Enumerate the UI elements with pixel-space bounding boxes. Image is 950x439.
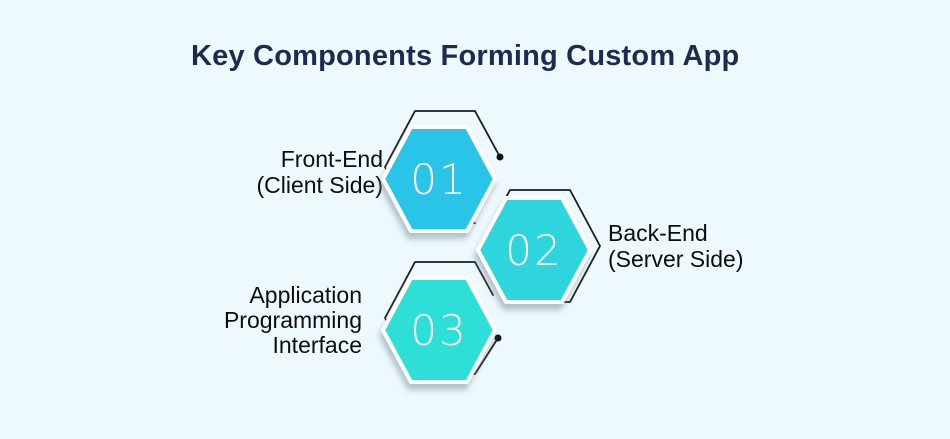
hexagon-shape <box>476 196 592 304</box>
step-number: 01 <box>410 155 467 204</box>
connector-dot <box>496 153 504 161</box>
hexagon-shape <box>381 125 497 233</box>
hexagon-step-1: 01 <box>367 107 517 257</box>
hexagon-step-1-graphic: 01 <box>381 110 504 233</box>
step-number: 02 <box>505 226 562 275</box>
step-label-api: Application Programming Interface <box>223 282 362 358</box>
hexagon-outline <box>384 261 499 375</box>
step-label-front-end: Front-End (Client Side) <box>256 146 383 198</box>
connector-dot <box>494 334 502 342</box>
step-label-back-end: Back-End (Server Side) <box>608 220 744 272</box>
hexagon-step-2-graphic: 02 <box>476 189 601 304</box>
hexagon-shape <box>381 276 497 384</box>
page-title: Key Components Forming Custom App <box>191 40 740 72</box>
hexagon-step-3: 03 <box>367 258 517 408</box>
hexagon-step-2: 02 <box>462 186 612 336</box>
step-number: 03 <box>410 306 467 355</box>
hexagon-step-3-graphic: 03 <box>381 261 502 384</box>
